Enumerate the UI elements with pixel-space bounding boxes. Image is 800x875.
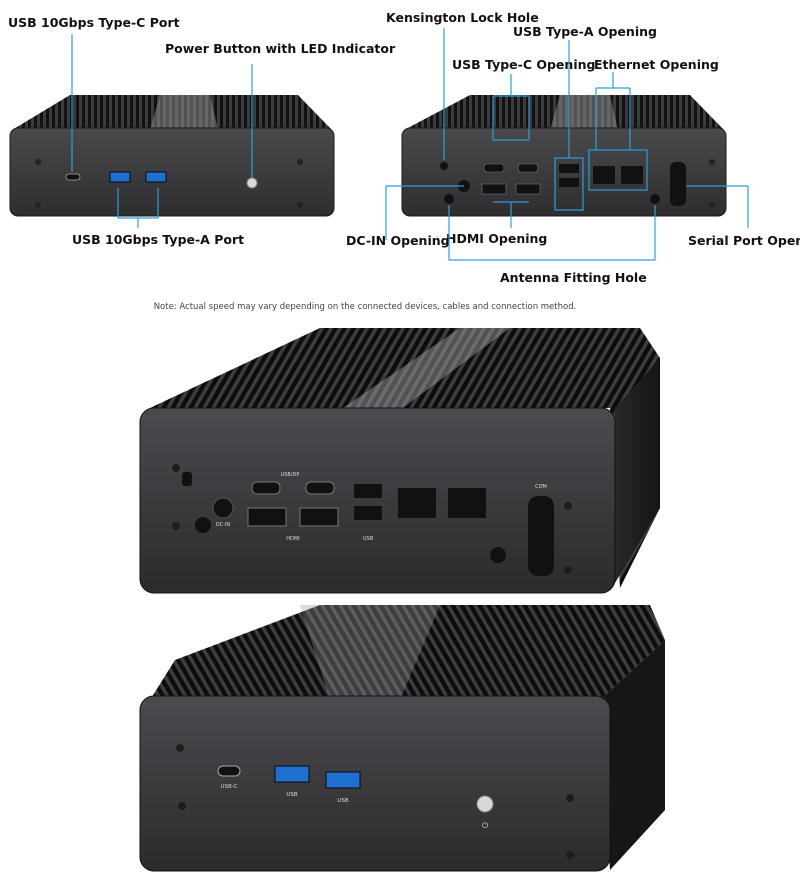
ethernet-port-1 [398, 488, 436, 518]
usb-a-port-small-2 [145, 171, 167, 183]
usb-c-port-small [65, 173, 81, 181]
diagram-svg [9, 28, 749, 261]
label-usb-front-1: USB [286, 792, 298, 798]
usb-a-port-front-1 [274, 765, 310, 783]
power-button [476, 795, 494, 813]
dcin-jack [212, 497, 234, 519]
antenna-hole-left [195, 517, 211, 533]
label-hdmi: HDMI [286, 536, 299, 542]
usb-c-port [217, 765, 241, 777]
label-dcin: DC-IN [216, 522, 231, 528]
usb-a-port-2 [354, 506, 382, 520]
serial-port-small [670, 162, 686, 206]
kensington-lock-hole [182, 472, 192, 486]
callout-kensington-lock: Kensington Lock Hole [386, 10, 539, 25]
back-device-small [401, 95, 727, 217]
label-usb-back: USB [363, 536, 374, 542]
antenna-hole-left-small [444, 194, 454, 204]
power-button-small [246, 177, 258, 189]
callout-power-button: Power Button with LED Indicator [165, 41, 396, 56]
kensington-hole-small [440, 162, 448, 170]
label-com: COM [535, 484, 547, 490]
callout-antenna-hole: Antenna Fitting Hole [500, 270, 647, 285]
callout-ethernet-opening: Ethernet Opening [594, 57, 719, 72]
hdmi-port-2 [299, 507, 339, 527]
serial-port [528, 496, 554, 576]
callout-serial-port-opening: Serial Port Opening [688, 233, 800, 248]
front-device-large: USB-C USB USB ⏻ [139, 605, 665, 872]
front-callout-lines [71, 34, 253, 228]
antenna-hole-right [490, 547, 506, 563]
label-usb-c: USB-C [220, 784, 237, 790]
power-icon: ⏻ [482, 821, 489, 830]
usb-a-port-small-1 [109, 171, 131, 183]
label-usb-front-2: USB [337, 798, 349, 804]
callout-usb-a-opening: USB Type-A Opening [513, 24, 657, 39]
back-device-large: DC-IN USB/DP HDMI USB COM [139, 328, 660, 594]
callout-usb-c-port: USB 10Gbps Type-C Port [8, 15, 180, 30]
label-usb-dp: USB/DP [281, 472, 300, 478]
usb-c-dp-port-1 [251, 481, 281, 495]
footnote: Note: Actual speed may vary depending on… [153, 302, 577, 312]
callout-hdmi-opening: HDMI Opening [446, 231, 548, 246]
callout-usb-a-port: USB 10Gbps Type-A Port [72, 232, 245, 247]
callout-dcin-opening: DC-IN Opening [346, 233, 450, 248]
usb-a-port-front-2 [325, 771, 361, 789]
antenna-hole-right-small [650, 194, 660, 204]
hdmi-port-1 [247, 507, 287, 527]
back-callout-lines [385, 28, 749, 261]
usb-c-dp-port-2 [305, 481, 335, 495]
front-device-small [9, 95, 335, 217]
ethernet-port-2 [448, 488, 486, 518]
callout-usb-c-opening: USB Type-C Opening [452, 57, 596, 72]
usb-a-port-1 [354, 484, 382, 498]
